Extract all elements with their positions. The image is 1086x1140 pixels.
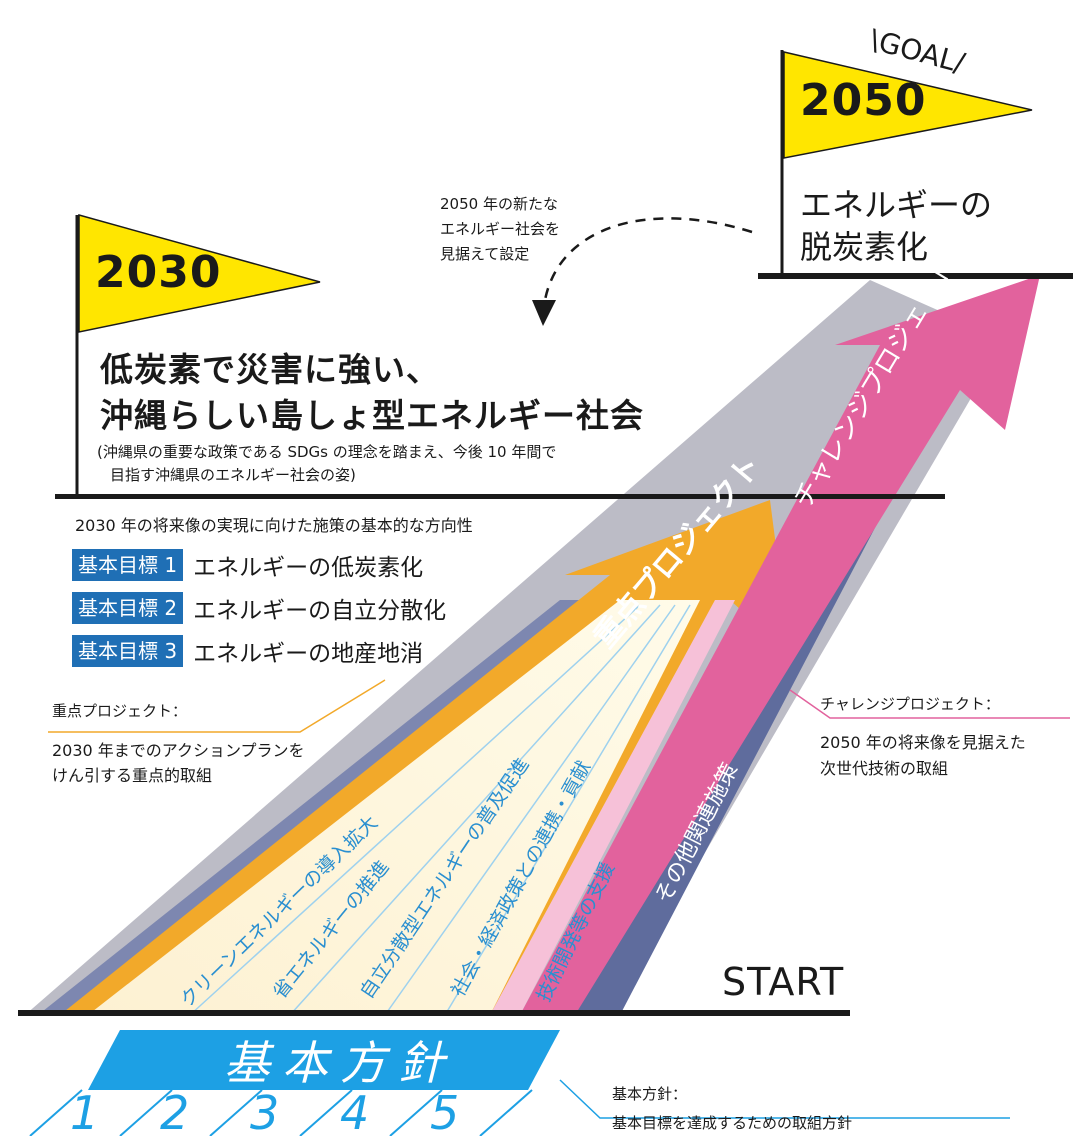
priority-label-title: 重点プロジェクト： [52,702,188,720]
lanes-area [88,600,700,1015]
basic-goal-text: エネルギーの地産地消 [193,641,424,667]
goal-label: \GOAL/ [866,23,969,80]
lane-number-2: 2 [160,1086,190,1140]
challenge-label-desc-line2: 次世代技術の取組 [820,759,949,778]
goal-title-line2: 脱炭素化 [800,228,929,266]
dashed-curve-arrow [543,217,753,301]
basic-goal-badge: 基本目標 2 [72,592,184,624]
priority-label-desc-line1: 2030 年までのアクションプランを [52,741,305,760]
lane-number-5: 5 [430,1086,460,1140]
basic-goal-badge: 基本目標 1 [72,549,184,581]
note-2050-line3: 見据えて設定 [440,245,530,263]
start-line [18,1010,850,1016]
lane-number-3: 3 [250,1086,280,1140]
goal-title-line1: エネルギーの [800,186,993,224]
basic-goal-text: エネルギーの自立分散化 [193,598,447,624]
flag-2050 [783,51,1033,159]
priority-label-desc-line2: けん引する重点的取組 [52,766,213,785]
start-label: START [722,960,845,1004]
policy-label-desc: 基本目標を達成するための取組方針 [612,1114,853,1132]
basic-goal-2: 基本目標 2 エネルギーの自立分散化 [72,591,446,625]
number-slash [119,1089,173,1136]
number-slash [479,1089,533,1136]
number-slash [389,1089,443,1136]
line-2030 [55,494,945,499]
note-2050-line1: 2050 年の新たな [440,195,558,213]
basic-goal-3: 基本目標 3 エネルギーの地産地消 [72,634,423,668]
policy-label-title: 基本方針： [612,1085,688,1103]
challenge-label-desc-line1: 2050 年の将来像を見据えた [820,733,1026,752]
year-2030: 2030 [95,247,222,298]
line-2050 [758,273,1073,279]
priority-leader [48,679,386,733]
number-slash [209,1089,263,1136]
number-slash [299,1089,353,1136]
flag-2030 [78,214,321,333]
policy-banner-text: 基本方針 [224,1036,456,1090]
year-2050: 2050 [800,75,927,126]
lane-line [384,604,676,1016]
basic-goal-1: 基本目標 1 エネルギーの低炭素化 [72,548,423,582]
note-2050-line2: エネルギー社会を [440,220,561,238]
basic-goal-badge: 基本目標 3 [72,635,184,667]
challenge-leader [789,689,1070,719]
challenge-label-title: チャレンジプロジェクト： [820,695,1000,713]
challenge-arrow [520,275,1040,1015]
lane-number-1: 1 [70,1086,100,1140]
lane-line [444,604,691,1016]
direction-heading: 2030 年の将来像の実現に向けた施策の基本的な方向性 [75,516,473,535]
policy-leader [559,1079,1010,1119]
vision-note-line2: 目指す沖縄県のエネルギー社会の姿) [110,466,356,484]
pink-stripe [490,600,735,1015]
dashed-arrow-head [532,300,556,326]
vision-line2: 沖縄らしい島しょ型エネルギー社会 [100,396,644,435]
vision-note-line1: (沖縄県の重要な政策である SDGs の理念を踏まえ、今後 10 年間で [97,443,557,461]
vision-line1: 低炭素で災害に強い、 [100,350,440,389]
lane-number-4: 4 [340,1086,370,1140]
lane-line [189,604,641,1016]
basic-goal-text: エネルギーの低炭素化 [193,555,424,581]
policy-banner [88,1030,560,1090]
lane-line [289,604,661,1016]
number-slash [29,1089,83,1136]
